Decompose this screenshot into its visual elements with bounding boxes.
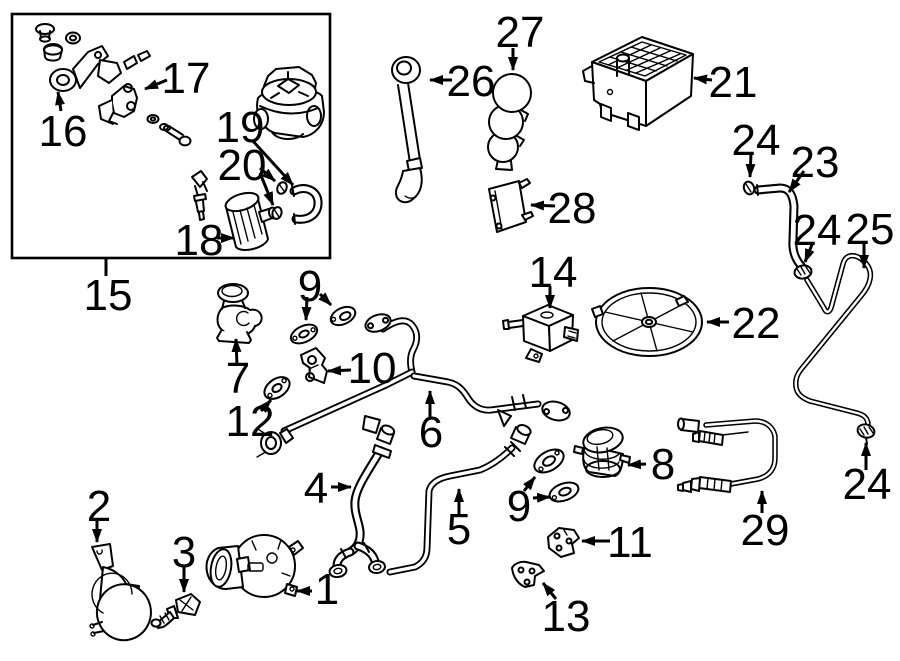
callout-label-16: 16 [39,107,88,156]
callout-label-19: 19 [216,103,265,152]
callout-arrow [327,365,352,376]
part-28-bracket [488,178,534,233]
callout-arrow [745,152,756,178]
callout-label-11: 11 [607,518,653,567]
part-24-clamp-lower [856,423,876,439]
part-26-rod [391,56,423,204]
callout-label-25: 25 [846,205,895,254]
callout-label-8: 8 [651,440,675,489]
callout-arrow [318,292,333,307]
callout-label-26: 26 [447,57,496,106]
part-2-bracket [89,543,152,642]
callout-label-4: 4 [304,464,328,513]
callout-arrow [250,138,295,187]
callout-label-2: 2 [87,482,111,531]
callout-label-20: 20 [218,141,267,190]
callout-arrow [301,296,312,321]
callout-label-24: 24 [732,116,781,165]
callout-label-23: 23 [791,138,840,187]
part-12-gasket [263,376,291,400]
callout-label-10: 10 [348,344,397,393]
callout-label-15: 15 [84,271,133,320]
callout-arrow [55,91,65,112]
part-20-clamps [271,181,288,220]
part-24-clamp-upper [742,180,756,196]
part-29-oxygen-sensor [677,417,778,493]
callout-label-24: 24 [793,206,842,255]
callout-label-17: 17 [162,54,211,103]
callout-label-28: 28 [548,184,597,233]
part-15-pump-body [253,66,325,141]
callout-arrow [258,172,275,206]
callout-label-3: 3 [172,528,196,577]
part-16-bracket-assembly [35,23,151,92]
callout-arrow [231,338,242,367]
callout-arrow [541,582,558,600]
callout-arrow [803,241,815,263]
callout-label-13: 13 [542,592,591,641]
part-8-check-valve [573,426,631,478]
callout-arrow [693,74,713,85]
callout-arrow [530,200,556,211]
part-24-clamp-middle [793,264,813,280]
callout-layer: 1234567899101112131415161718192021222324… [39,8,895,641]
callout-arrow [522,476,537,492]
part-9-gaskets-upper [289,305,357,345]
part-13-bracket [511,560,545,588]
part-10-bracket [300,347,328,384]
part-27-valve [487,73,532,171]
callout-label-9: 9 [507,482,531,531]
callout-label-5: 5 [447,505,471,554]
callout-label-12: 12 [226,397,275,446]
callout-arrow [144,78,168,91]
callout-label-18: 18 [175,216,224,265]
part-23-hose [753,183,807,272]
part-5-pipe [386,424,532,576]
callout-arrow [627,459,647,470]
part-15-fitting [191,170,208,221]
part-21-canister [582,36,694,131]
part-25-pipe [793,252,874,445]
callout-label-22: 22 [732,299,781,348]
part-15-group-box [10,12,332,260]
callout-label-1: 1 [315,565,339,614]
part-6-pipe [256,313,571,458]
callout-label-24: 24 [843,460,892,509]
callout-label-27: 27 [496,8,545,57]
part-14-solenoid [502,304,579,363]
callout-arrow [258,398,273,413]
callout-label-29: 29 [741,506,790,555]
part-3-sensor [150,593,201,629]
part-17-bracket [98,83,192,147]
part-9-gaskets-lower [533,448,580,503]
callout-label-9: 9 [298,262,322,311]
callout-label-21: 21 [709,58,758,107]
part-22-spoked-cover [591,287,703,357]
callout-label-7: 7 [226,354,250,403]
callout-arrow [532,492,551,503]
part-7-egr-valve [216,283,263,344]
callout-label-6: 6 [419,408,443,457]
callout-label-14: 14 [529,248,578,297]
callout-arrow [259,166,276,183]
part-11-bracket [547,527,580,558]
part-1-air-pump [205,534,304,598]
part-4-hose [328,424,396,579]
part-18-filter [224,191,279,251]
part-19-hose [289,184,323,225]
callout-arrow [787,170,806,193]
